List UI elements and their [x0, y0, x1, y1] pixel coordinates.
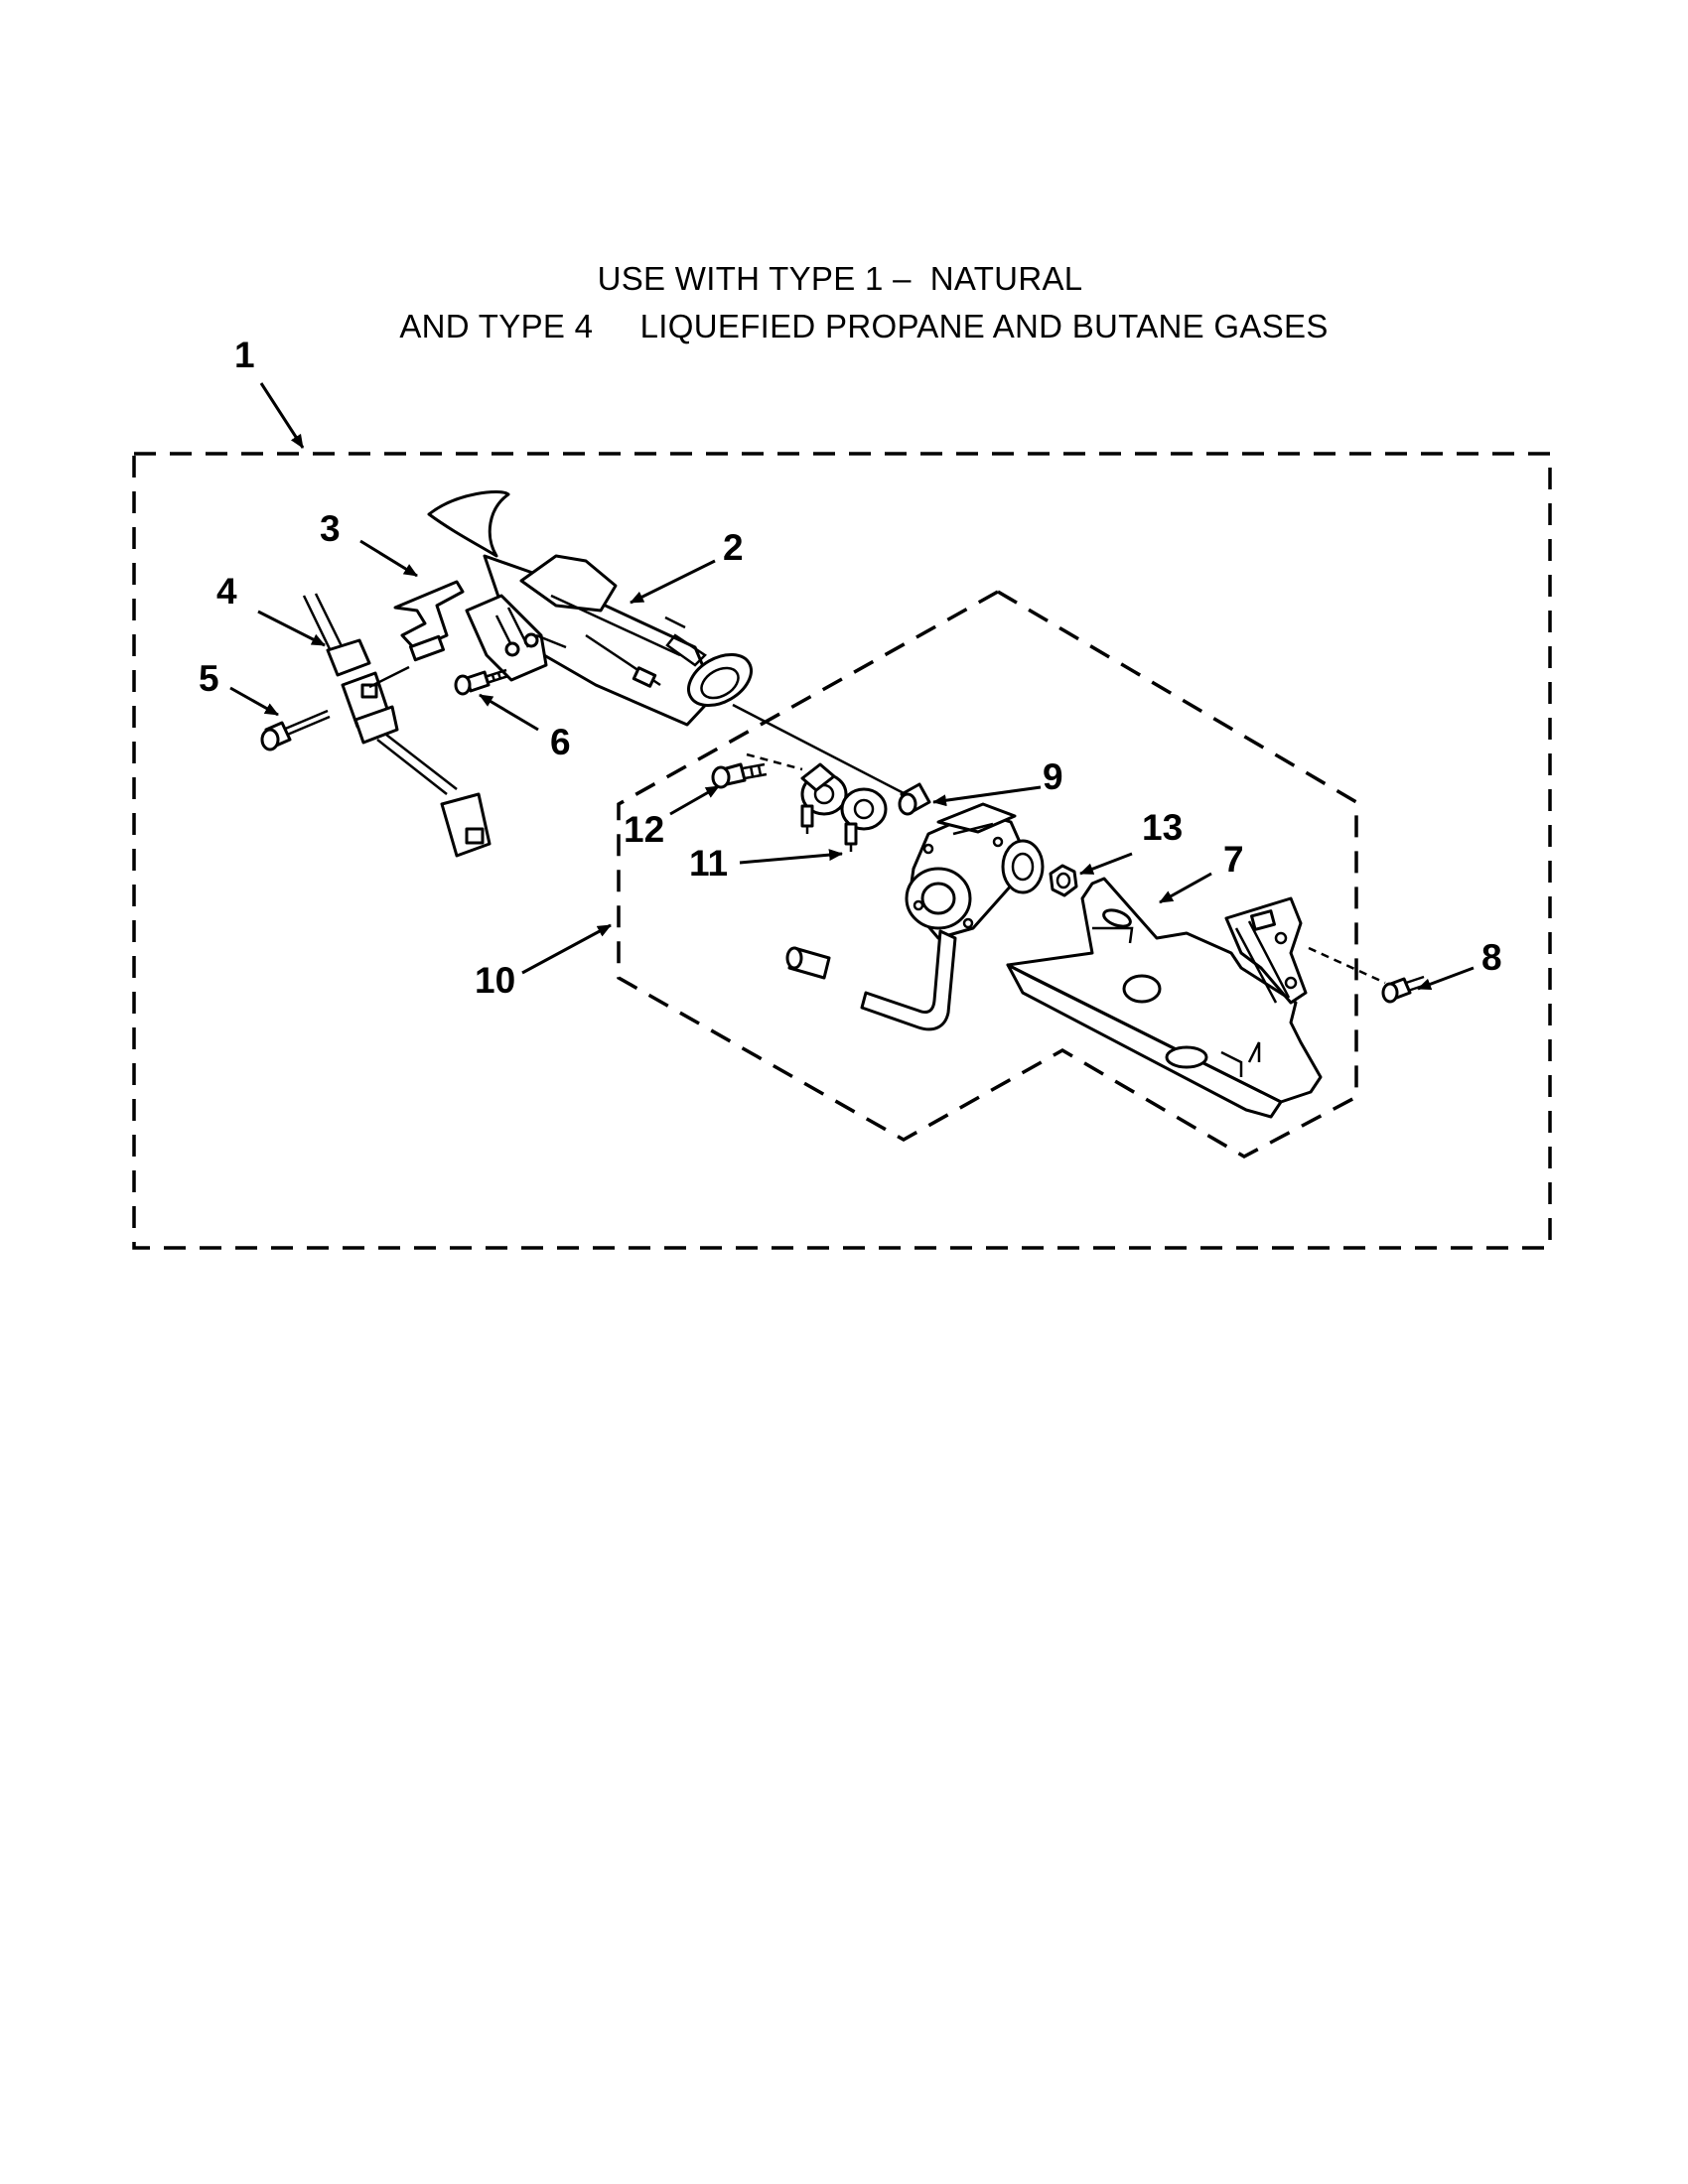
diagram-title-line-1: USE WITH TYPE 1 – NATURAL — [597, 260, 1083, 297]
leader-13 — [1079, 852, 1133, 876]
ignitor-part — [302, 593, 492, 858]
leader-11 — [739, 849, 843, 865]
valve-coil-part — [800, 762, 888, 852]
bracket-screw-part — [454, 668, 509, 696]
callout-4: 4 — [216, 571, 237, 612]
leader-1 — [259, 382, 305, 449]
callout-7: 7 — [1223, 839, 1244, 880]
callout-9: 9 — [1043, 756, 1063, 797]
alignment-line-bracket-screw — [1308, 946, 1386, 985]
ignitor-screw-part — [260, 709, 331, 751]
callout-13: 13 — [1142, 807, 1183, 848]
valve-nut-part — [1049, 864, 1078, 897]
callout-6: 6 — [550, 722, 571, 762]
assembly-boundary-outer — [132, 452, 1552, 1250]
callout-12: 12 — [624, 809, 664, 850]
leader-3 — [359, 539, 418, 578]
assembly-boundary-valve — [617, 589, 1358, 1160]
callout-3: 3 — [320, 508, 341, 549]
orifice-part — [898, 782, 931, 816]
leader-9 — [932, 785, 1042, 807]
diagram-title-line-2: AND TYPE 4 LIQUEFIED PROPANE AND BUTANE … — [399, 308, 1329, 344]
burner-tube-part — [427, 490, 753, 727]
ignitor-bracket-part — [393, 580, 548, 682]
leader-5 — [229, 686, 279, 717]
alignment-line-ignitor — [368, 665, 410, 689]
leader-12 — [669, 784, 720, 816]
leader-2 — [630, 559, 716, 605]
alignment-line-bracket — [535, 633, 567, 649]
callout-1: 1 — [234, 335, 255, 375]
valve-bracket-part — [1006, 877, 1323, 1119]
leader-4 — [257, 610, 326, 647]
callout-11: 11 — [689, 843, 728, 884]
coil-screw-part — [711, 762, 768, 789]
callout-8: 8 — [1481, 937, 1502, 978]
callout-10: 10 — [475, 960, 515, 1001]
leader-8 — [1417, 966, 1475, 991]
callout-5: 5 — [199, 658, 219, 699]
alignment-line-orifice — [732, 703, 907, 796]
leader-7 — [1159, 872, 1212, 904]
alignment-line-coil-screw — [746, 752, 803, 771]
leader-6 — [479, 693, 539, 732]
gas-valve-part — [785, 802, 1045, 1031]
callout-2: 2 — [723, 527, 744, 568]
leader-10 — [521, 923, 612, 975]
bracket-screw-8-part — [1381, 975, 1427, 1004]
